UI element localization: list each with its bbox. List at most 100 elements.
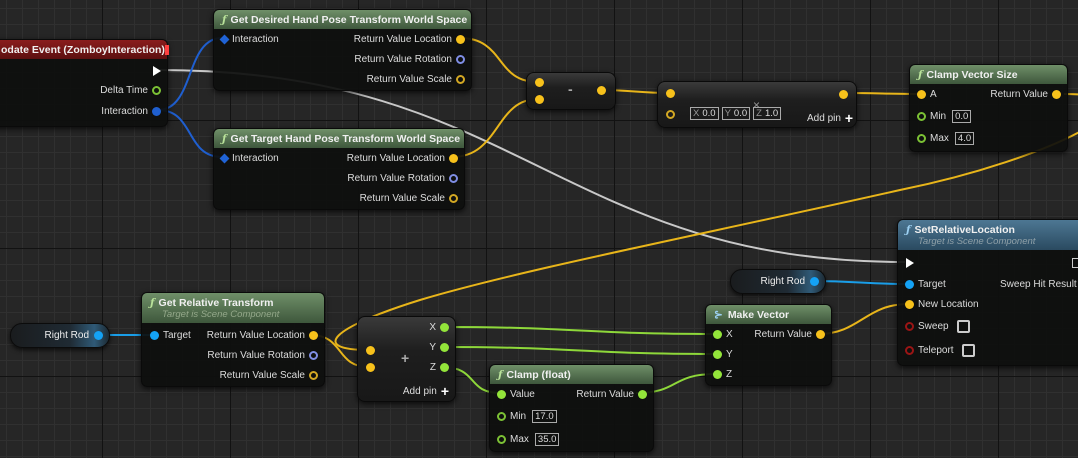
clamp-vector-return-pin[interactable]: Return Value bbox=[986, 89, 1061, 100]
make-vector-z-pin[interactable]: Z bbox=[713, 369, 736, 380]
add-operator: + bbox=[401, 350, 410, 366]
function-icon: ƒ bbox=[906, 223, 911, 236]
desired-interaction-pin[interactable]: Interaction bbox=[219, 34, 283, 45]
y-wire bbox=[440, 346, 717, 355]
right-rod-variable-node[interactable]: Right Rod bbox=[10, 323, 110, 348]
set-relative-exec-output-pin[interactable] bbox=[1072, 258, 1078, 268]
clamp-float-value-pin[interactable]: Value bbox=[497, 389, 539, 400]
multiply-output-pin[interactable] bbox=[839, 90, 848, 99]
set-relative-target-pin[interactable]: Target bbox=[905, 279, 950, 290]
set-relative-location-subtitle: Target is Scene Component bbox=[918, 235, 1036, 247]
get-relative-transform-subtitle: Target is Scene Component bbox=[162, 308, 280, 320]
update-event-node[interactable]: odate Event (ZomboyInteraction) Delta Ti… bbox=[0, 39, 169, 127]
plus-icon: + bbox=[844, 110, 854, 126]
relative-rotation-pin[interactable]: Return Value Rotation bbox=[203, 350, 318, 361]
subtract-input-b-pin[interactable] bbox=[535, 95, 544, 104]
exec-output-pin[interactable] bbox=[153, 66, 161, 76]
clamp-vector-header: ƒ Clamp Vector Size bbox=[910, 65, 1067, 84]
add-y-output-pin[interactable]: Y bbox=[425, 342, 449, 353]
target-location-pin[interactable]: Return Value Location bbox=[343, 153, 458, 164]
clamp-float-title: Clamp (float) bbox=[506, 368, 571, 381]
target-interaction-pin[interactable]: Interaction bbox=[219, 153, 283, 164]
target-scale-pin[interactable]: Return Value Scale bbox=[356, 193, 458, 204]
add-z-output-pin[interactable]: Z bbox=[426, 362, 449, 373]
function-icon: ƒ bbox=[222, 13, 227, 26]
make-vector-header: ⊱ Make Vector bbox=[706, 305, 831, 324]
add-vector-node[interactable]: + X Y Z Add pin+ bbox=[357, 316, 456, 402]
get-relative-target-pin[interactable]: Target bbox=[150, 330, 195, 341]
target-node-header: ƒ Get Target Hand Pose Transform World S… bbox=[214, 129, 464, 148]
add-input-a-pin[interactable] bbox=[366, 346, 375, 355]
get-target-hand-pose-node[interactable]: ƒ Get Target Hand Pose Transform World S… bbox=[213, 128, 465, 210]
desired-rotation-pin[interactable]: Return Value Rotation bbox=[350, 54, 465, 65]
subtract-input-a-pin[interactable] bbox=[535, 78, 544, 87]
right-rod-output-pin-2[interactable] bbox=[810, 277, 819, 286]
multiply-input-b-pin[interactable] bbox=[666, 110, 675, 119]
delta-time-pin[interactable]: Delta Time bbox=[96, 85, 161, 96]
clamp-float-return-pin[interactable]: Return Value bbox=[572, 389, 647, 400]
relative-scale-pin[interactable]: Return Value Scale bbox=[216, 370, 318, 381]
function-icon: ƒ bbox=[918, 68, 923, 81]
relative-location-pin[interactable]: Return Value Location bbox=[203, 330, 318, 341]
add-add-pin-button[interactable]: Add pin+ bbox=[402, 383, 449, 399]
make-vector-x-pin[interactable]: X bbox=[713, 329, 737, 340]
make-vector-title: Make Vector bbox=[727, 308, 790, 321]
desired-scale-pin[interactable]: Return Value Scale bbox=[363, 74, 465, 85]
make-vector-return-pin[interactable]: Return Value bbox=[750, 329, 825, 340]
clamp-vector-min-field[interactable]: 0.0 bbox=[952, 110, 972, 123]
desired-node-header: ƒ Get Desired Hand Pose Transform World … bbox=[214, 10, 471, 29]
desired-location-pin[interactable]: Return Value Location bbox=[350, 34, 465, 45]
clamp-float-min-field[interactable]: 17.0 bbox=[532, 410, 557, 423]
update-event-header: odate Event (ZomboyInteraction) bbox=[0, 40, 169, 59]
update-event-title: odate Event (ZomboyInteraction) bbox=[1, 43, 165, 56]
target-rotation-pin[interactable]: Return Value Rotation bbox=[343, 173, 458, 184]
subtract-output-pin[interactable] bbox=[597, 86, 606, 95]
teleport-pin[interactable]: Teleport bbox=[905, 344, 975, 357]
set-relative-location-title: SetRelativeLocation bbox=[914, 223, 1015, 236]
subtract-node[interactable]: - bbox=[526, 72, 616, 110]
multiply-add-pin-button[interactable]: Add pin+ bbox=[807, 110, 854, 126]
subtract-operator: - bbox=[568, 81, 573, 97]
interaction-output-pin[interactable]: Interaction bbox=[97, 106, 161, 117]
clamp-vector-title: Clamp Vector Size bbox=[926, 68, 1018, 81]
sweep-hit-result-pin[interactable]: Sweep Hit Result bbox=[1000, 279, 1077, 290]
clamp-vector-max-field[interactable]: 4.0 bbox=[954, 132, 975, 145]
desired-node-title: Get Desired Hand Pose Transform World Sp… bbox=[230, 13, 468, 26]
function-icon: ƒ bbox=[498, 368, 503, 381]
teleport-checkbox[interactable] bbox=[961, 344, 975, 357]
add-x-output-pin[interactable]: X bbox=[425, 322, 449, 333]
multiply-input-a-pin[interactable] bbox=[666, 89, 675, 98]
sweep-pin[interactable]: Sweep bbox=[905, 320, 970, 333]
x-wire bbox=[440, 326, 717, 335]
clamp-vector-a-pin[interactable]: A bbox=[917, 89, 941, 100]
make-vector-y-pin[interactable]: Y bbox=[713, 349, 737, 360]
plus-icon: + bbox=[440, 383, 449, 399]
new-location-pin[interactable]: New Location bbox=[905, 299, 983, 310]
set-relative-exec-input-pin[interactable] bbox=[906, 258, 914, 268]
event-delegate-icon[interactable] bbox=[164, 44, 169, 55]
right-rod-output-pin[interactable] bbox=[94, 331, 103, 340]
clamp-float-header: ƒ Clamp (float) bbox=[490, 365, 653, 384]
right-rod-variable-node-2[interactable]: Right Rod bbox=[730, 269, 826, 294]
add-input-b-pin[interactable] bbox=[366, 363, 375, 372]
sweep-checkbox[interactable] bbox=[956, 320, 970, 333]
function-icon: ƒ bbox=[150, 296, 155, 309]
get-desired-hand-pose-node[interactable]: ƒ Get Desired Hand Pose Transform World … bbox=[213, 9, 472, 91]
make-vector-node[interactable]: ⊱ Make Vector X Return Value Y Z bbox=[705, 304, 832, 386]
clamp-float-max-field[interactable]: 35.0 bbox=[534, 433, 560, 446]
